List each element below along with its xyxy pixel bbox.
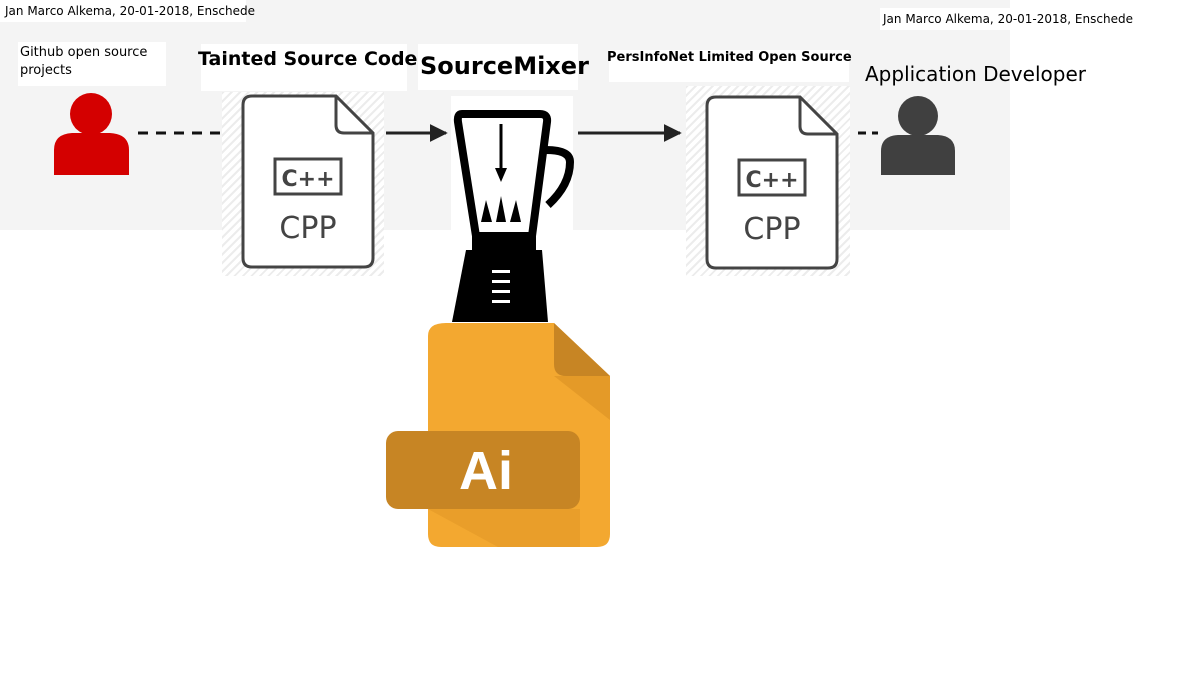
tainted-source-label: Tainted Source Code xyxy=(198,48,418,70)
cpp-file-icon-left xyxy=(241,94,375,269)
ai-file-icon xyxy=(386,323,610,547)
author-stamp-right: Jan Marco Alkema, 20-01-2018, Enschede xyxy=(880,8,1177,30)
sourcemixer-label: SourceMixer xyxy=(420,52,589,80)
ai-file-label: Ai xyxy=(459,441,513,501)
mixer-label-box xyxy=(418,44,578,90)
persinfonet-label: PersInfoNet Limited Open Source xyxy=(607,50,852,65)
cpp-file-icon-right xyxy=(705,95,839,270)
github-label: Github open source projects xyxy=(18,42,166,86)
cpp-badge-right: C++ xyxy=(745,168,798,193)
cpp-ext-right: CPP xyxy=(743,212,800,247)
tainted-label-box xyxy=(201,44,407,91)
developer-person-icon xyxy=(881,96,955,175)
application-developer-label: Application Developer xyxy=(865,62,1086,86)
cpp-badge-left: C++ xyxy=(281,167,334,192)
blender-icon xyxy=(452,110,575,322)
persinfonet-label-box xyxy=(609,50,849,82)
source-person-icon xyxy=(54,93,129,175)
cpp-ext-left: CPP xyxy=(279,211,336,246)
author-stamp-left: Jan Marco Alkema, 20-01-2018, Enschede xyxy=(0,0,255,22)
